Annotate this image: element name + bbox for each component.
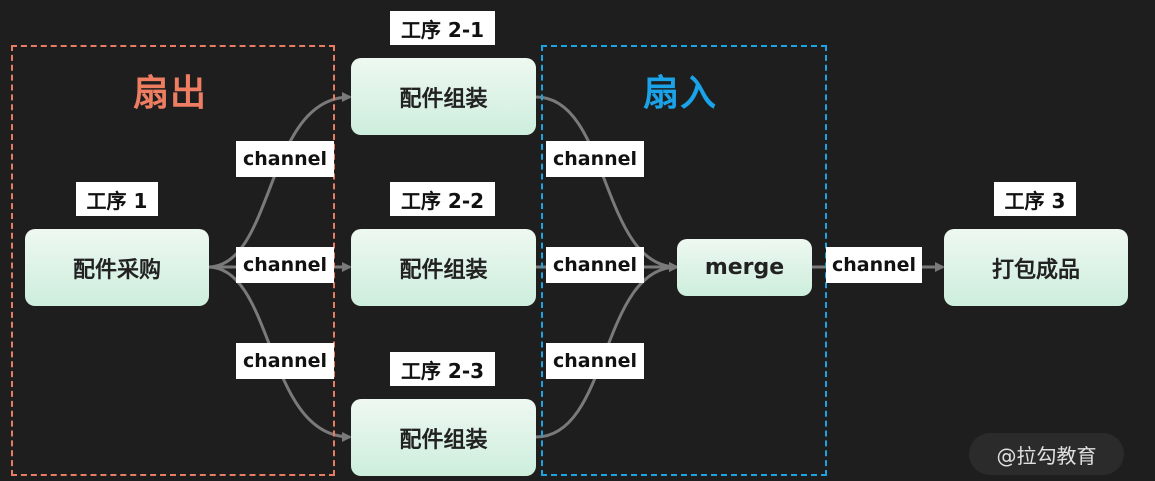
assemble-node-2: 配件组装 [351, 229, 536, 306]
stage-1-label: 工序 1 [76, 182, 158, 216]
watermark-text: @拉勾教育 [969, 433, 1124, 475]
fan-out-region [11, 45, 335, 476]
channel-label-in-top: channel [546, 141, 644, 177]
assemble-node-3: 配件组装 [351, 399, 536, 476]
channel-label-in-mid: channel [546, 247, 644, 283]
package-product-node: 打包成品 [944, 229, 1128, 306]
channel-label-out-mid: channel [236, 247, 334, 283]
assemble-node-1: 配件组装 [351, 58, 536, 135]
merge-node: merge [677, 239, 812, 296]
stage-2-1-label: 工序 2-1 [390, 11, 495, 45]
fan-out-title: 扇出 [133, 73, 208, 114]
arrow-procure-to-assemble-1 [207, 92, 352, 269]
arrow-assemble-1-to-merge [535, 95, 679, 272]
fan-in-title: 扇入 [643, 73, 718, 114]
stage-2-2-label: 工序 2-2 [390, 182, 495, 216]
channel-label-out-top: channel [236, 141, 334, 177]
stage-2-3-label: 工序 2-3 [390, 352, 495, 386]
channel-label-in-bot: channel [546, 343, 644, 379]
channel-label-final: channel [826, 247, 922, 283]
procure-parts-node: 配件采购 [25, 229, 209, 306]
stage-3-label: 工序 3 [994, 182, 1076, 216]
channel-label-out-bot: channel [236, 343, 334, 379]
